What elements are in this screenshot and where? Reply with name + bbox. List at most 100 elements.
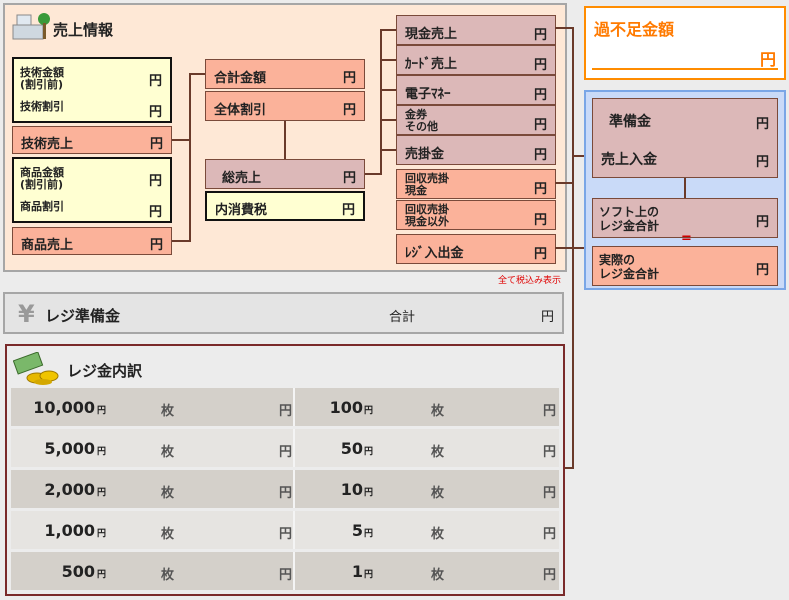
yen-left: 円: [279, 568, 293, 583]
count-unit-left: 枚: [161, 445, 175, 460]
e-money-box: 電子ﾏﾈｰ 円: [396, 75, 556, 105]
connector-line: [172, 139, 190, 141]
voucher-other-box: 金券 その他 円: [396, 105, 556, 135]
tech-sales-yen: 円: [149, 137, 163, 152]
small-yen-right: 円: [364, 570, 374, 580]
card-sales-box: ｶｰﾄﾞ売上 円: [396, 45, 556, 75]
denomination-right: 5: [351, 521, 363, 540]
connector-line: [380, 119, 396, 121]
yen-left: 円: [279, 527, 293, 542]
tax-note: 全て税込み表示: [497, 276, 561, 286]
connector-line: [284, 121, 286, 159]
overall-discount-box: 全体割引 円: [205, 91, 365, 121]
connector-line: [172, 240, 190, 242]
tax-included-yen: 円: [341, 203, 355, 218]
total-amount-box: 合計金額 円: [205, 59, 365, 89]
register-inout-yen: 円: [533, 247, 547, 262]
tech-sales-label: 技術売上: [21, 137, 74, 152]
connector-line: [684, 178, 686, 198]
denomination-left: 5,000: [44, 439, 95, 458]
denomination-right: 100: [329, 398, 363, 417]
small-yen-right: 円: [364, 529, 374, 539]
collected-noncash-box: 回収売掛 現金以外 円: [396, 200, 556, 230]
connector-line: [365, 173, 381, 175]
connector-line: [189, 73, 205, 75]
connector-line: [380, 59, 396, 61]
connector-line: [563, 467, 574, 469]
count-unit-left: 枚: [161, 568, 175, 583]
collected-noncash-yen: 円: [533, 213, 547, 228]
yen-left: 円: [279, 445, 293, 460]
register-icon: [11, 11, 51, 43]
gross-sales-box: 総売上 円: [205, 159, 365, 189]
register-reserve-yen: 円: [541, 310, 555, 325]
connector-line: [380, 29, 382, 175]
overall-discount-label: 全体割引: [214, 103, 267, 118]
left-cell: [11, 552, 295, 590]
connector-line: [380, 149, 396, 151]
sales-info-panel: 売上情報 技術金額 (割引前) 円 技術割引 円 技術売上 円 商品金額 (割引…: [3, 3, 567, 286]
gross-sales-yen: 円: [342, 171, 356, 186]
product-sales-yen: 円: [149, 238, 163, 253]
denomination-left: 2,000: [44, 480, 95, 499]
count-unit-right: 枚: [431, 445, 445, 460]
small-yen-right: 円: [364, 447, 374, 457]
voucher-other-yen: 円: [533, 118, 547, 133]
tech-discount-yen: 円: [148, 105, 162, 120]
tax-included-box: 内消費税 円: [205, 191, 365, 221]
count-unit-left: 枚: [161, 486, 175, 501]
register-reserve-panel: ¥ レジ準備金 合計 円: [3, 292, 564, 334]
overall-discount-yen: 円: [342, 103, 356, 118]
sales-deposit-yen: 円: [755, 155, 769, 170]
product-discount-yen: 円: [148, 205, 162, 220]
e-money-label: 電子ﾏﾈｰ: [405, 87, 451, 102]
count-unit-right: 枚: [431, 404, 445, 419]
card-sales-label: ｶｰﾄﾞ売上: [405, 57, 458, 72]
denomination-right: 50: [340, 439, 363, 458]
actual-total-label: 実際の レジ金合計: [599, 253, 660, 281]
connector-line: [555, 182, 573, 184]
tax-included-label: 内消費税: [215, 203, 268, 218]
breakdown-title: レジ金内訳: [67, 362, 143, 380]
small-yen-left: 円: [97, 570, 107, 580]
reserve-label: 準備金: [609, 114, 651, 130]
money-coins-icon: [12, 351, 59, 386]
collected-cash-box: 回収売掛 現金 円: [396, 169, 556, 199]
equals-sign: =: [681, 231, 692, 246]
count-unit-right: 枚: [431, 527, 445, 542]
e-money-yen: 円: [533, 88, 547, 103]
gross-sales-label: 総売上: [222, 171, 262, 186]
yen-right: 円: [543, 527, 557, 542]
connector-line: [380, 89, 396, 91]
small-yen-left: 円: [97, 488, 107, 498]
yen-right: 円: [543, 445, 557, 460]
register-reserve-total-label: 合計: [389, 310, 416, 325]
yen-right: 円: [543, 568, 557, 583]
tech-amount-label: 技術金額 (割引前): [20, 66, 64, 91]
voucher-other-label: 金券 その他: [405, 108, 438, 133]
left-cell: [11, 470, 295, 508]
collected-noncash-label: 回収売掛 現金以外: [405, 203, 449, 228]
register-reserve-title: レジ準備金: [45, 307, 121, 325]
small-yen-left: 円: [97, 406, 107, 416]
cash-sales-label: 現金売上: [405, 27, 458, 42]
small-yen-left: 円: [97, 447, 107, 457]
denomination-left: 1,000: [44, 521, 95, 540]
total-amount-label: 合計金額: [214, 71, 267, 86]
denomination-right: 10: [340, 480, 363, 499]
register-inout-label: ﾚｼﾞ入出金: [405, 246, 464, 261]
actual-total-yen: 円: [755, 263, 769, 278]
card-sales-yen: 円: [533, 58, 547, 73]
product-amount-group: 商品金額 (割引前) 円 商品割引 円: [12, 157, 172, 223]
product-amount-label: 商品金額 (割引前): [20, 166, 64, 191]
software-total-label: ソフト上の レジ金合計: [599, 205, 660, 233]
reserve-box: 準備金 円 売上入金 円: [592, 98, 778, 178]
svg-text:¥: ¥: [18, 300, 35, 326]
shortage-title: 過不足金額: [594, 20, 675, 39]
yen-left: 円: [279, 404, 293, 419]
count-unit-right: 枚: [431, 568, 445, 583]
